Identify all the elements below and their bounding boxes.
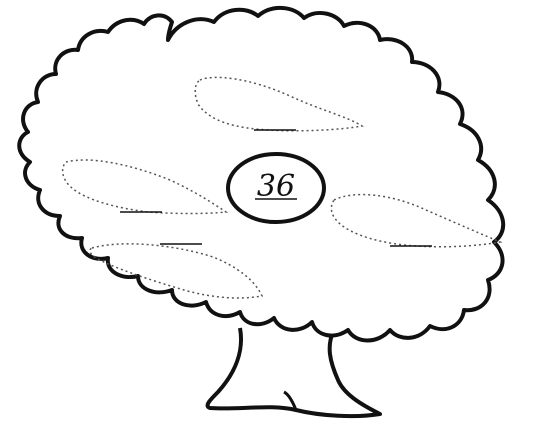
center-number-circle: 36: [228, 154, 324, 222]
tree-trunk: [208, 328, 380, 416]
